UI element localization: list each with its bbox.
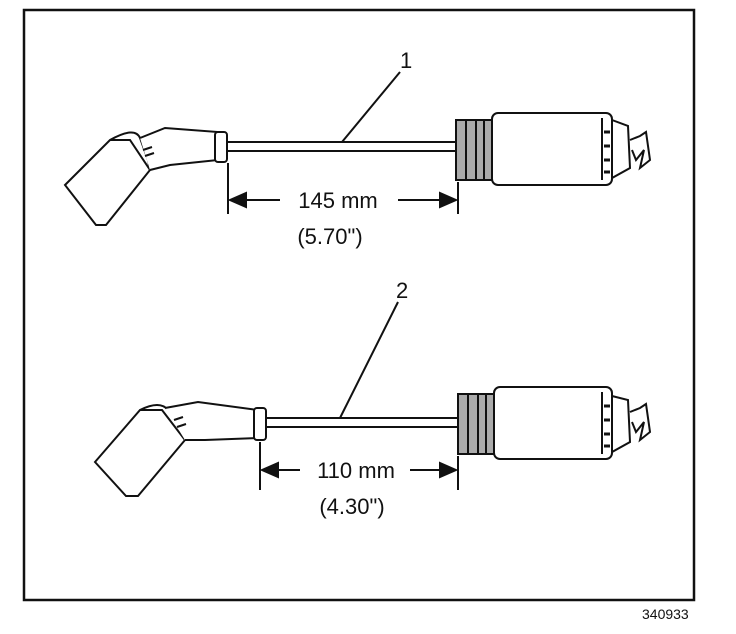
wire-assembly-1 xyxy=(63,112,652,226)
coil-body-2 xyxy=(493,386,613,460)
terminal-1 xyxy=(611,118,632,180)
boot-2 xyxy=(93,409,187,497)
callout-number-1: 1 xyxy=(400,48,412,73)
dimension-arrow-2 xyxy=(259,461,459,479)
connector-nut-2 xyxy=(457,393,495,455)
dimension-metric-1: 145 mm xyxy=(298,188,377,213)
callout-number-2: 2 xyxy=(396,278,408,303)
dimension-metric-2: 110 mm xyxy=(317,458,395,483)
collar-1 xyxy=(214,131,228,163)
terminal-2 xyxy=(611,394,632,454)
figure-reference-number: 340933 xyxy=(642,606,689,622)
dimension-arrow-1 xyxy=(227,191,459,209)
wire-assembly-2 xyxy=(93,386,652,497)
collar-2 xyxy=(253,407,267,441)
boot-1 xyxy=(63,139,152,226)
diagram-frame xyxy=(22,8,696,602)
dimension-imperial-1: (5.70") xyxy=(297,224,362,249)
dimension-imperial-2: (4.30") xyxy=(319,494,384,519)
coil-body-1 xyxy=(491,112,613,186)
callout-leader-1 xyxy=(341,71,401,143)
callout-leader-2 xyxy=(339,301,399,419)
